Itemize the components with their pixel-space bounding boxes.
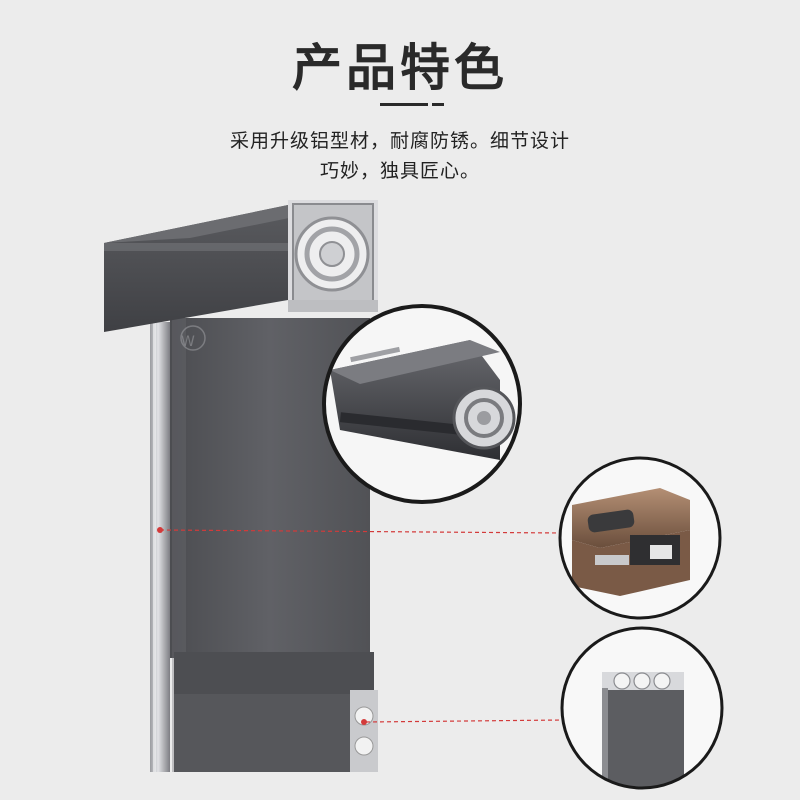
bottom-bar-detail <box>560 626 724 790</box>
callout-lines <box>157 527 565 723</box>
title-underline-accent <box>432 103 444 106</box>
page-title: 产品特色 <box>292 39 508 97</box>
side-rail-detail <box>558 456 722 620</box>
description-line-2: 巧妙，独具匠心。 <box>319 160 480 182</box>
side-rail <box>150 322 170 772</box>
description-line-1: 采用升级铝型材，耐腐防锈。细节设计 <box>229 130 570 152</box>
top-cassette-detail <box>322 304 522 504</box>
top-cassette <box>104 200 378 332</box>
bottom-bar <box>174 652 378 772</box>
watermark-logo: W <box>180 325 206 351</box>
svg-text:W: W <box>181 334 195 350</box>
title-underline <box>380 103 428 106</box>
